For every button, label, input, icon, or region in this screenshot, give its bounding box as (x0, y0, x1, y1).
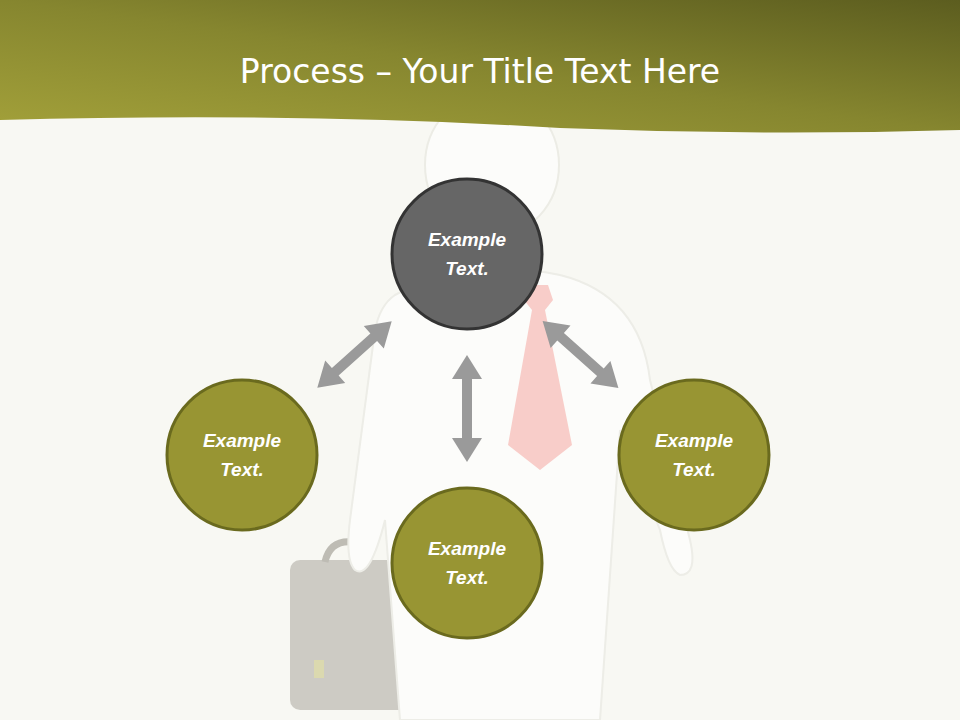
node-label: Example Text. (639, 426, 749, 484)
node-label: Example Text. (187, 426, 297, 484)
process-circle: Example Text. (165, 378, 319, 532)
circle-shape (617, 378, 771, 532)
circle-shape (390, 486, 544, 640)
process-circle: Example Text. (390, 486, 544, 640)
slide-title: Process – Your Title Text Here (0, 52, 960, 91)
process-circle: Example Text. (390, 177, 544, 331)
tie (508, 285, 572, 470)
process-circle: Example Text. (617, 378, 771, 532)
double-arrow (543, 321, 619, 388)
double-arrow (452, 355, 482, 462)
node-label: Example Text. (412, 534, 522, 592)
node-label: Example Text. (412, 225, 522, 283)
circle-shape (390, 177, 544, 331)
circle-shape (165, 378, 319, 532)
double-arrow (317, 321, 391, 387)
